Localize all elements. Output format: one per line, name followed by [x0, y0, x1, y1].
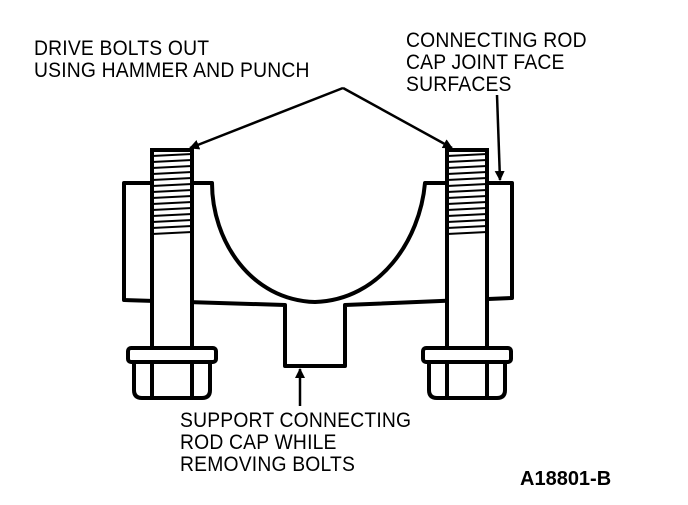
leader-drive-bolts-left: [189, 86, 344, 150]
left-bolt-threads: [151, 153, 193, 235]
label-line: USING HAMMER AND PUNCH: [34, 59, 310, 82]
right-bolt-threads: [446, 153, 488, 235]
label-line: CAP JOINT FACE: [406, 51, 565, 74]
label-line: SURFACES: [406, 73, 512, 96]
label-joint-faces: CONNECTING ROD CAP JOINT FACE SURFACES: [406, 30, 587, 96]
label-line: CONNECTING ROD: [406, 29, 587, 52]
leader-drive-bolts-right: [342, 86, 453, 150]
label-line: SUPPORT CONNECTING: [180, 409, 412, 432]
label-line: ROD CAP WHILE: [180, 431, 337, 454]
label-line: REMOVING BOLTS: [180, 453, 356, 476]
label-drive-bolts: DRIVE BOLTS OUT USING HAMMER AND PUNCH: [34, 38, 310, 82]
leader-joint-face: [494, 94, 505, 181]
figure-id: A18801-B: [520, 468, 612, 490]
left-bolt-head: [126, 346, 218, 400]
label-support-cap: SUPPORT CONNECTING ROD CAP WHILE REMOVIN…: [180, 410, 411, 476]
rod-cap-body: [122, 181, 514, 368]
right-bolt-head: [421, 346, 513, 400]
label-line: DRIVE BOLTS OUT: [34, 37, 210, 60]
